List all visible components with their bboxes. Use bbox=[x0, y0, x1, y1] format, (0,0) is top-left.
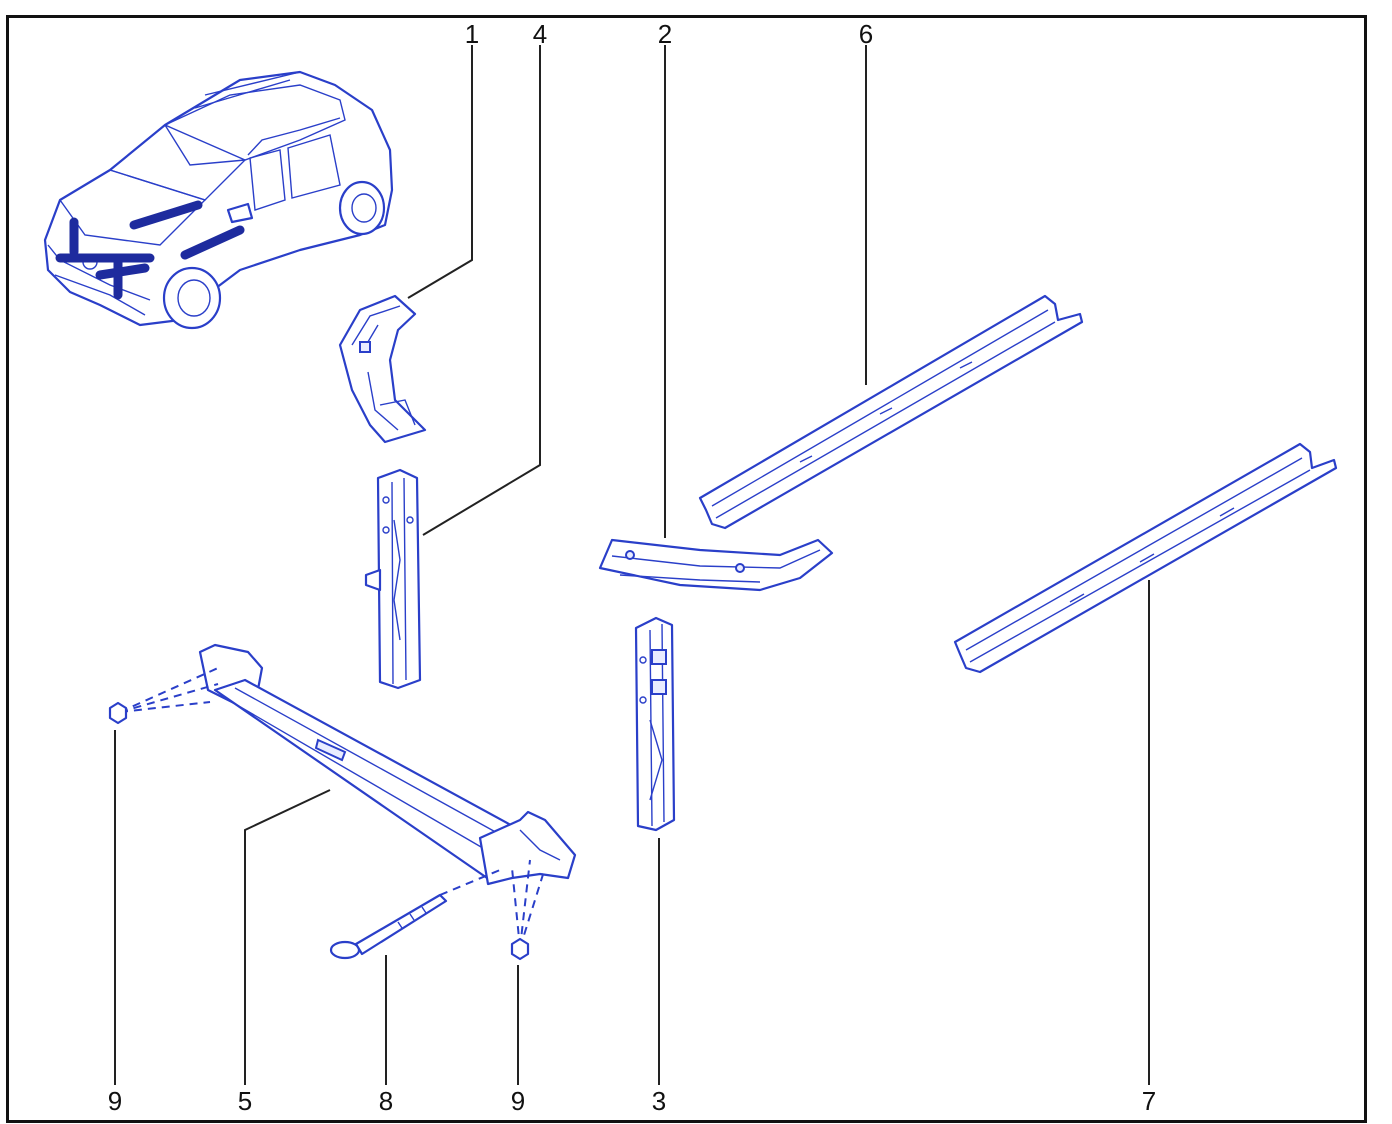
callout-9-left: 9 bbox=[108, 1086, 122, 1116]
part-3-square-post bbox=[634, 616, 676, 832]
callout-labels: 1 4 2 6 9 5 8 9 3 7 bbox=[108, 19, 1156, 1116]
part-1-curved-bracket bbox=[338, 294, 427, 444]
callout-8: 8 bbox=[379, 1086, 393, 1116]
callout-6: 6 bbox=[859, 19, 873, 49]
fastener-lines-right bbox=[439, 859, 546, 961]
leader-4 bbox=[422, 45, 541, 536]
callout-1: 1 bbox=[465, 19, 479, 49]
diagram-frame bbox=[6, 15, 1367, 1123]
car-overview-illustration bbox=[43, 70, 394, 330]
callout-4: 4 bbox=[533, 19, 547, 49]
part-6-long-rail bbox=[698, 294, 1084, 530]
callout-3: 3 bbox=[652, 1086, 666, 1116]
leader-lines bbox=[114, 45, 1150, 1085]
fastener-lines-left bbox=[108, 667, 219, 725]
callout-5: 5 bbox=[238, 1086, 252, 1116]
callout-9-right: 9 bbox=[511, 1086, 525, 1116]
nut-left bbox=[108, 701, 128, 725]
leader-5 bbox=[244, 789, 331, 1085]
callout-2: 2 bbox=[658, 19, 672, 49]
part-2-curved-rail bbox=[598, 538, 834, 592]
leader-1 bbox=[407, 45, 473, 299]
part-5-cross-member bbox=[198, 643, 577, 886]
part-4-vertical-post bbox=[364, 468, 422, 690]
part-8-tow-rod bbox=[329, 893, 448, 960]
part-7-long-rail bbox=[953, 442, 1338, 674]
nut-right bbox=[510, 937, 530, 961]
callout-7: 7 bbox=[1142, 1086, 1156, 1116]
